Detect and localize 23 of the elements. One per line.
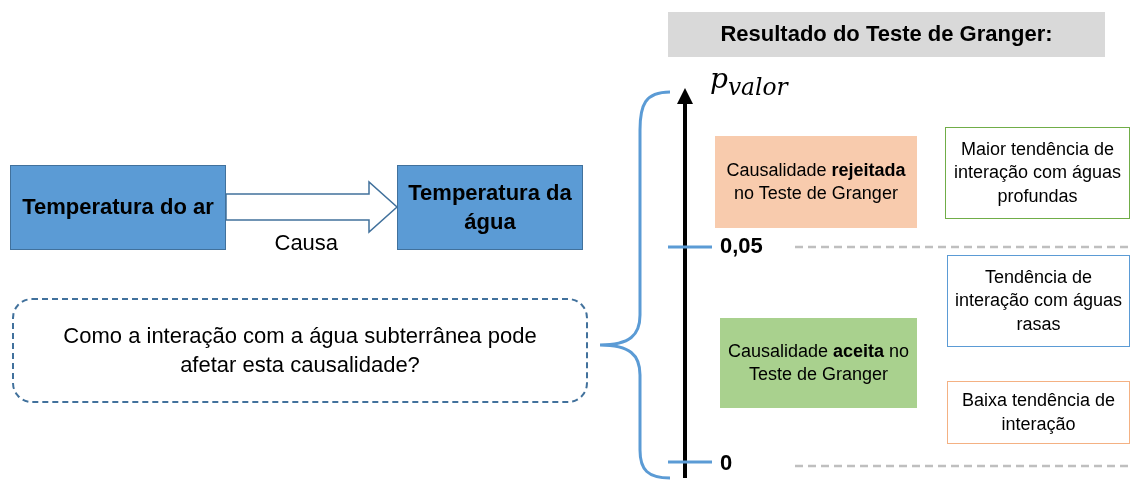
box-text: Como a interação com a água subterrânea pode afetar esta causalidade? xyxy=(62,321,538,379)
axis-title: p$_{valor}$ xyxy=(710,62,788,101)
note-box xyxy=(947,255,1130,347)
note-box xyxy=(945,127,1130,219)
result-box xyxy=(715,136,917,228)
block-arrow xyxy=(225,180,399,234)
note-box xyxy=(947,381,1130,444)
box-text: Maior tendência de interação com águas profundas xyxy=(952,137,1123,208)
box-text: Tendência de interação com águas rasas xyxy=(954,265,1123,336)
header-band xyxy=(668,12,1105,57)
process-box xyxy=(10,165,226,250)
question-box xyxy=(12,298,588,403)
box-text: Causalidade aceita no Teste de Granger xyxy=(726,339,911,386)
process-box xyxy=(397,165,583,250)
box-text: Baixa tendência de interação xyxy=(960,389,1117,436)
tick-label: 0,05 xyxy=(720,233,763,259)
tick-label: 0 xyxy=(720,450,733,476)
result-box xyxy=(720,318,917,408)
box-text: Causalidade rejeitada no Teste de Granger xyxy=(725,158,907,205)
box-text: Resultado do Teste de Granger: xyxy=(720,20,1053,49)
box-text: Temperatura do ar xyxy=(22,193,214,222)
edge-label: Causa xyxy=(274,230,339,256)
box-text: Temperatura da água xyxy=(407,178,573,236)
